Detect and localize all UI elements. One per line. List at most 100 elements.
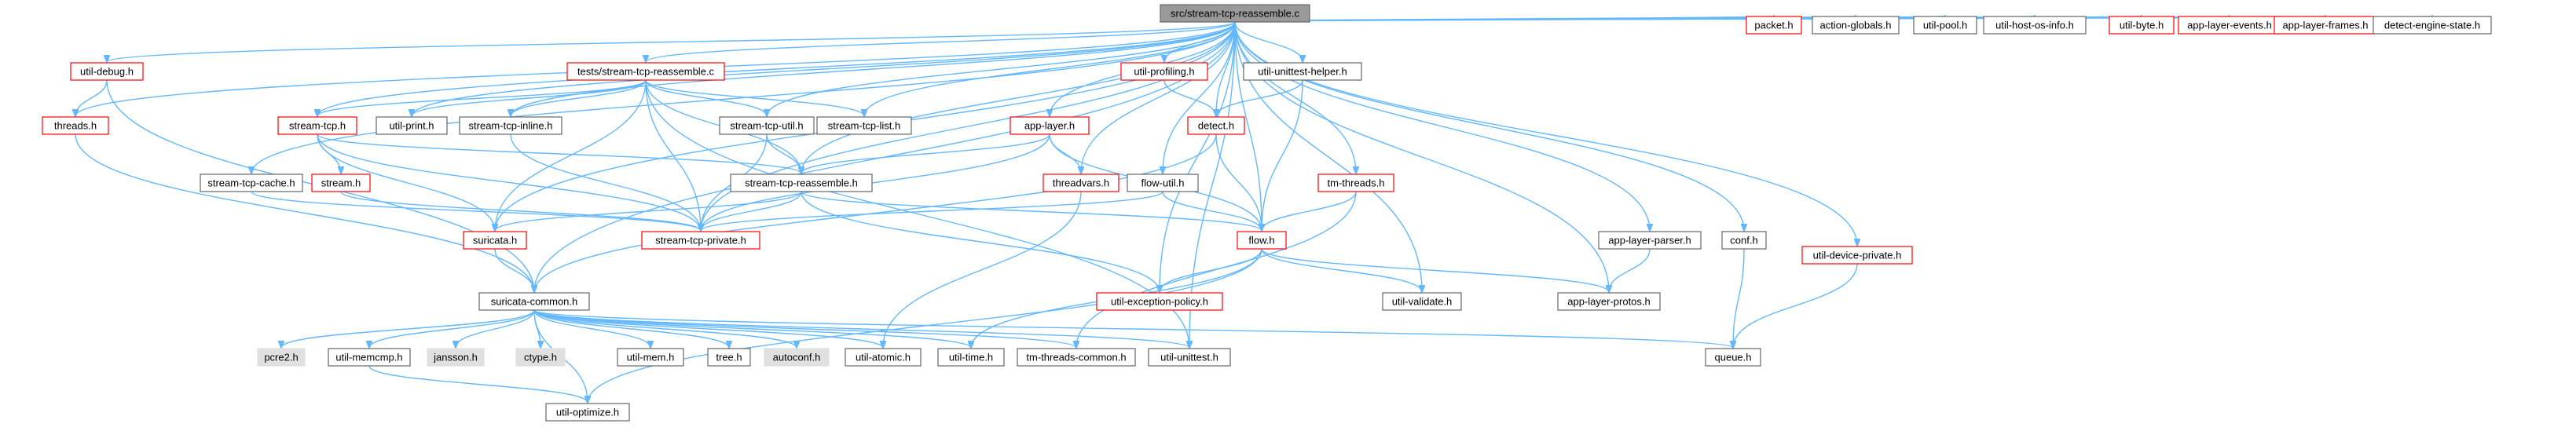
- edge-root-to-conf: [1234, 21, 1744, 231]
- node-stream-tcp[interactable]: stream-tcp.h: [277, 116, 357, 135]
- node-autoconf[interactable]: autoconf.h: [764, 348, 830, 367]
- node-label: flow-util.h: [1141, 177, 1185, 188]
- node-box: [1127, 173, 1199, 192]
- node-threads[interactable]: threads.h: [42, 116, 109, 135]
- node-suricata[interactable]: suricata.h: [463, 231, 527, 250]
- node-stream-tcp-inline[interactable]: stream-tcp-inline.h: [459, 116, 562, 135]
- edge-stream-to-stream_tcp_private: [340, 191, 701, 231]
- node-util-time[interactable]: util-time.h: [937, 348, 1005, 367]
- node-flow[interactable]: flow.h: [1237, 231, 1287, 250]
- node-box: [1382, 292, 1462, 311]
- edge-util_profiling-to-detect: [1163, 79, 1216, 116]
- node-util-validate[interactable]: util-validate.h: [1382, 292, 1462, 311]
- node-label: util-host-os-info.h: [1995, 19, 2074, 31]
- edge-tests-to-stream_tcp_inline: [511, 79, 647, 116]
- node-box: [730, 173, 873, 192]
- node-queue[interactable]: queue.h: [1705, 348, 1761, 367]
- edge-app_layer-to-threadvars: [1049, 133, 1081, 173]
- node-stream-tcp-cache[interactable]: stream-tcp-cache.h: [200, 173, 303, 192]
- node-util-pool[interactable]: util-pool.h: [1913, 16, 1977, 35]
- edge-suricata_common-to-tree: [533, 309, 729, 348]
- node-suricata-common[interactable]: suricata-common.h: [478, 292, 590, 311]
- node-util-profiling[interactable]: util-profiling.h: [1120, 62, 1208, 81]
- node-util-optimize[interactable]: util-optimize.h: [545, 403, 630, 422]
- node-box: [1017, 348, 1136, 367]
- node-label: stream-tcp-list.h: [828, 119, 900, 131]
- node-stream-tcp-reassemble-h[interactable]: stream-tcp-reassemble.h: [730, 173, 873, 192]
- edge-suricata_common-to-util_memcmp: [369, 309, 535, 348]
- node-pcre2[interactable]: pcre2.h: [257, 348, 306, 367]
- node-label: util-debug.h: [80, 65, 134, 77]
- node-box: [1237, 231, 1287, 250]
- node-box: [1557, 292, 1661, 311]
- node-box: [200, 173, 303, 192]
- node-label: util-print.h: [389, 119, 434, 131]
- node-util-memcmp[interactable]: util-memcmp.h: [328, 348, 411, 367]
- node-label: pcre2.h: [264, 351, 298, 363]
- edge-root-to-util_print: [412, 21, 1236, 116]
- node-util-print[interactable]: util-print.h: [376, 116, 448, 135]
- node-app-layer[interactable]: app-layer.h: [1010, 116, 1090, 135]
- node-util-device-private[interactable]: util-device-private.h: [1801, 246, 1913, 265]
- node-stream-tcp-util[interactable]: stream-tcp-util.h: [719, 116, 815, 135]
- node-util-host-os-info[interactable]: util-host-os-info.h: [1983, 16, 2087, 35]
- node-box: [1983, 16, 2087, 35]
- node-root[interactable]: src/stream-tcp-reassemble.c: [1160, 4, 1310, 23]
- node-box: [719, 116, 815, 135]
- edge-root-to-stream_tcp: [317, 21, 1236, 116]
- node-packet[interactable]: packet.h: [1746, 16, 1802, 35]
- node-jansson[interactable]: jansson.h: [427, 348, 485, 367]
- node-util-unittest-helper[interactable]: util-unittest-helper.h: [1243, 62, 1362, 81]
- node-threadvars[interactable]: threadvars.h: [1042, 173, 1119, 192]
- edge-tests-to-suricata: [495, 79, 647, 231]
- edge-tests-to-util_print: [412, 79, 647, 116]
- node-tm-threads-common[interactable]: tm-threads-common.h: [1017, 348, 1136, 367]
- node-label: autoconf.h: [773, 351, 821, 363]
- edge-suricata_common-to-autoconf: [533, 309, 797, 348]
- node-box: [376, 116, 448, 135]
- node-app-layer-protos[interactable]: app-layer-protos.h: [1557, 292, 1661, 311]
- node-stream-tcp-private[interactable]: stream-tcp-private.h: [641, 231, 760, 250]
- node-stream-tcp-list[interactable]: stream-tcp-list.h: [816, 116, 912, 135]
- node-app-layer-events[interactable]: app-layer-events.h: [2178, 16, 2281, 35]
- node-util-mem[interactable]: util-mem.h: [617, 348, 684, 367]
- edge-stream_tcp-to-stream_tcp_reassemble_h: [317, 133, 801, 173]
- node-ctype[interactable]: ctype.h: [515, 348, 566, 367]
- node-conf[interactable]: conf.h: [1721, 231, 1767, 250]
- edge-suricata_common-to-util_time: [533, 309, 971, 348]
- node-label: util-byte.h: [2120, 19, 2164, 31]
- node-tm-threads[interactable]: tm-threads.h: [1317, 173, 1394, 192]
- edge-root-to-threadvars: [1081, 21, 1236, 173]
- edge-root-to-util_unittest: [1189, 21, 1236, 348]
- node-label: app-layer-events.h: [2187, 19, 2272, 31]
- node-box: [277, 116, 357, 135]
- node-flow-util[interactable]: flow-util.h: [1127, 173, 1199, 192]
- edge-tests-to-stream_tcp_private: [645, 79, 701, 231]
- node-box: [2109, 16, 2175, 35]
- node-util-debug[interactable]: util-debug.h: [70, 62, 144, 81]
- edge-suricata_common-to-util_unittest: [533, 309, 1189, 348]
- node-app-layer-parser[interactable]: app-layer-parser.h: [1598, 231, 1702, 250]
- node-box: [937, 348, 1005, 367]
- node-label: util-unittest.h: [1160, 351, 1218, 363]
- edge-stream_tcp-to-suricata: [317, 133, 495, 231]
- edge-flow_util-to-stream_tcp_private: [701, 191, 1163, 231]
- node-label: threads.h: [54, 119, 97, 131]
- node-stream[interactable]: stream.h: [311, 173, 371, 192]
- node-label: stream.h: [321, 177, 361, 188]
- node-app-layer-frames[interactable]: app-layer-frames.h: [2274, 16, 2377, 35]
- node-action-globals[interactable]: action-globals.h: [1812, 16, 1900, 35]
- node-util-unittest[interactable]: util-unittest.h: [1148, 348, 1231, 367]
- node-util-exception-policy[interactable]: util-exception-policy.h: [1096, 292, 1223, 311]
- node-tree[interactable]: tree.h: [707, 348, 751, 367]
- node-label: util-device-private.h: [1813, 249, 1902, 261]
- node-util-byte[interactable]: util-byte.h: [2109, 16, 2175, 35]
- node-box: [1801, 246, 1913, 265]
- node-label: suricata.h: [473, 234, 517, 246]
- node-label: suricata-common.h: [491, 295, 578, 307]
- node-util-atomic[interactable]: util-atomic.h: [845, 348, 922, 367]
- node-detect[interactable]: detect.h: [1187, 116, 1245, 135]
- node-tests[interactable]: tests/stream-tcp-reassemble.c: [566, 62, 725, 81]
- node-detect-engine-state[interactable]: detect-engine-state.h: [2373, 16, 2492, 35]
